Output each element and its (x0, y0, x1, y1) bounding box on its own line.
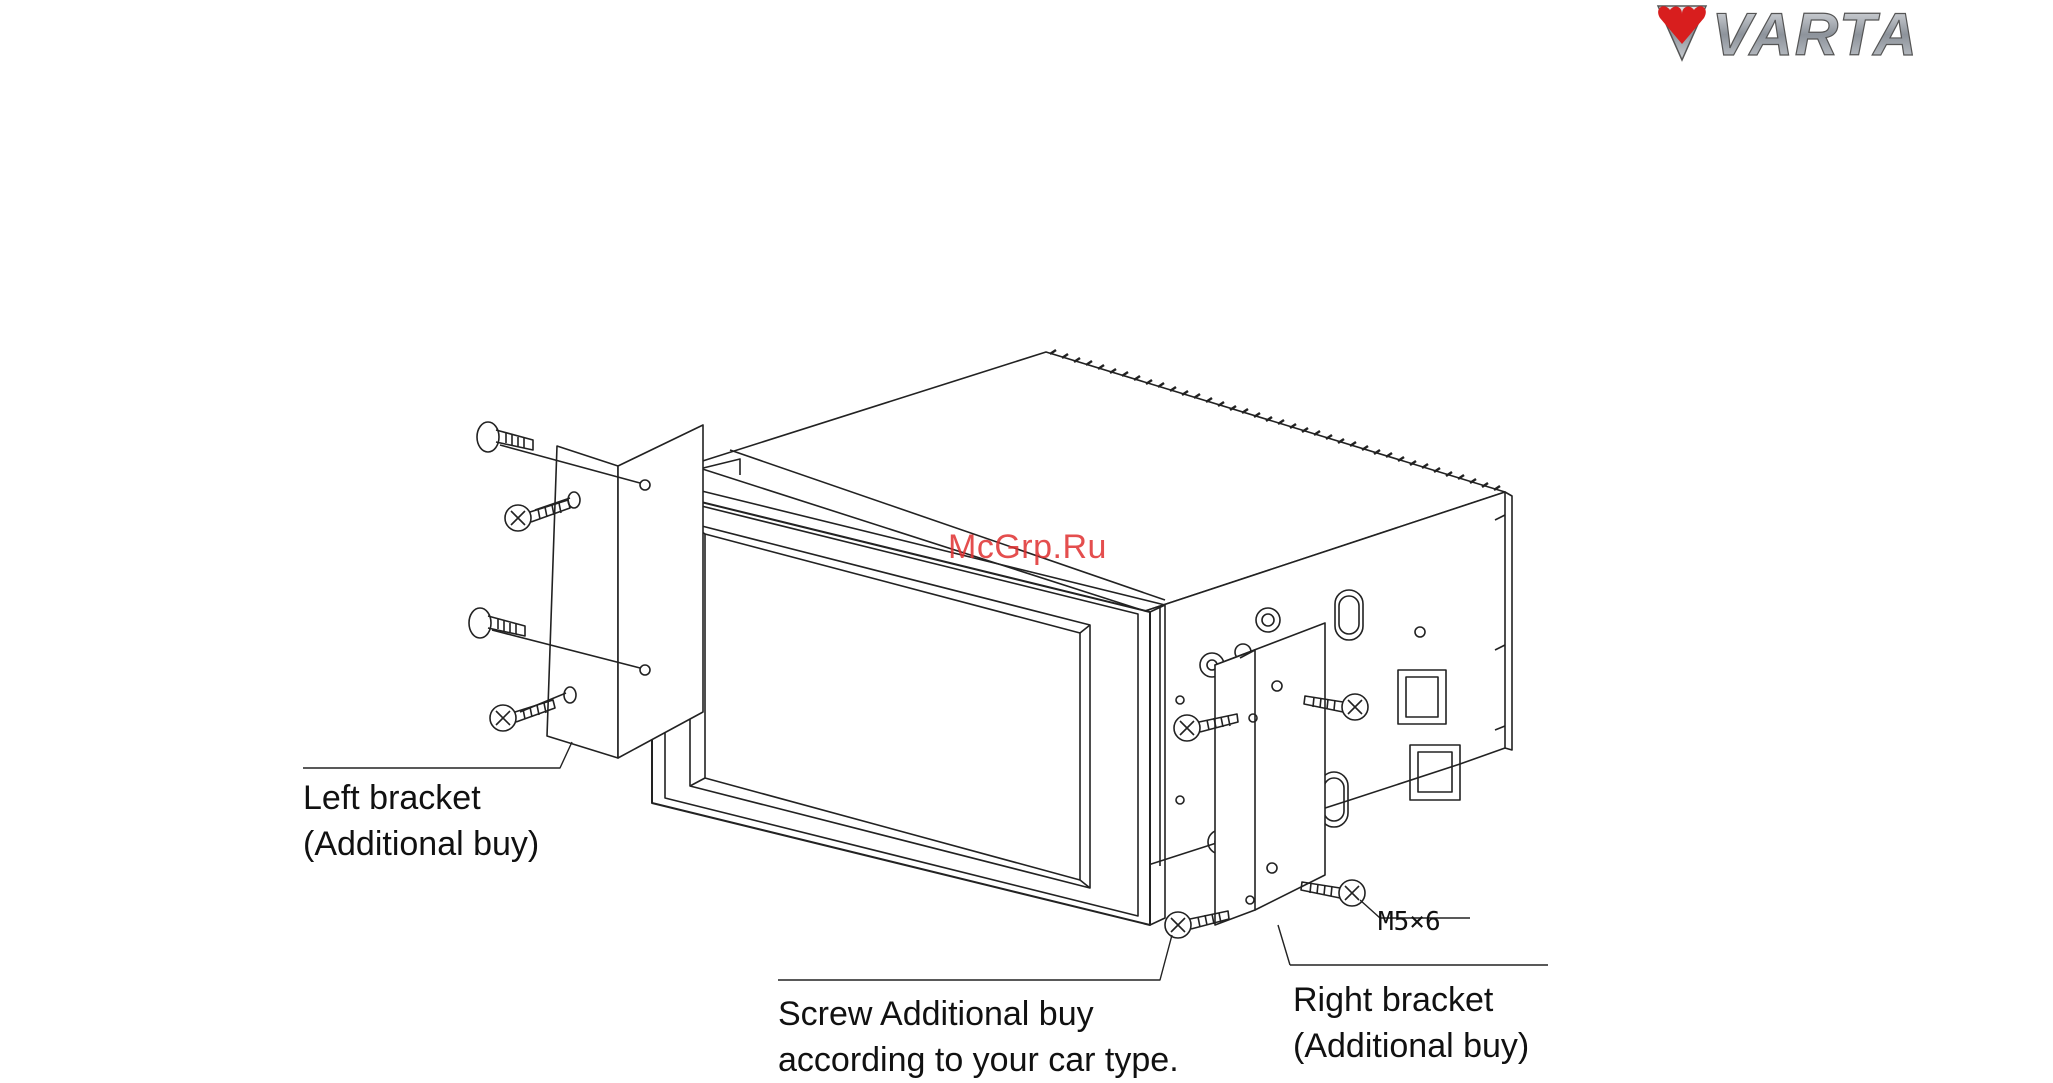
brand-name: VARTA (1712, 1, 1919, 68)
right-bracket-label-line1: Right bracket (1293, 977, 1529, 1023)
varta-logo: VARTA (1650, 0, 2050, 80)
head-unit (652, 350, 1512, 925)
left-bracket-label-line1: Left bracket (303, 775, 539, 821)
left-bracket (547, 425, 703, 758)
left-bracket-label: Left bracket (Additional buy) (303, 775, 539, 867)
right-bracket (1215, 623, 1325, 925)
screw-label-line2: according to your car type. (778, 1037, 1179, 1083)
right-bracket-label: Right bracket (Additional buy) (1293, 977, 1529, 1069)
screw-label-line1: Screw Additional buy (778, 991, 1179, 1037)
screw-label: Screw Additional buy according to your c… (778, 991, 1179, 1083)
left-bracket-label-line2: (Additional buy) (303, 821, 539, 867)
watermark: McGrp.Ru (948, 528, 1107, 567)
right-bracket-label-line2: (Additional buy) (1293, 1023, 1529, 1069)
screw-spec-label: M5×6 (1378, 907, 1441, 937)
